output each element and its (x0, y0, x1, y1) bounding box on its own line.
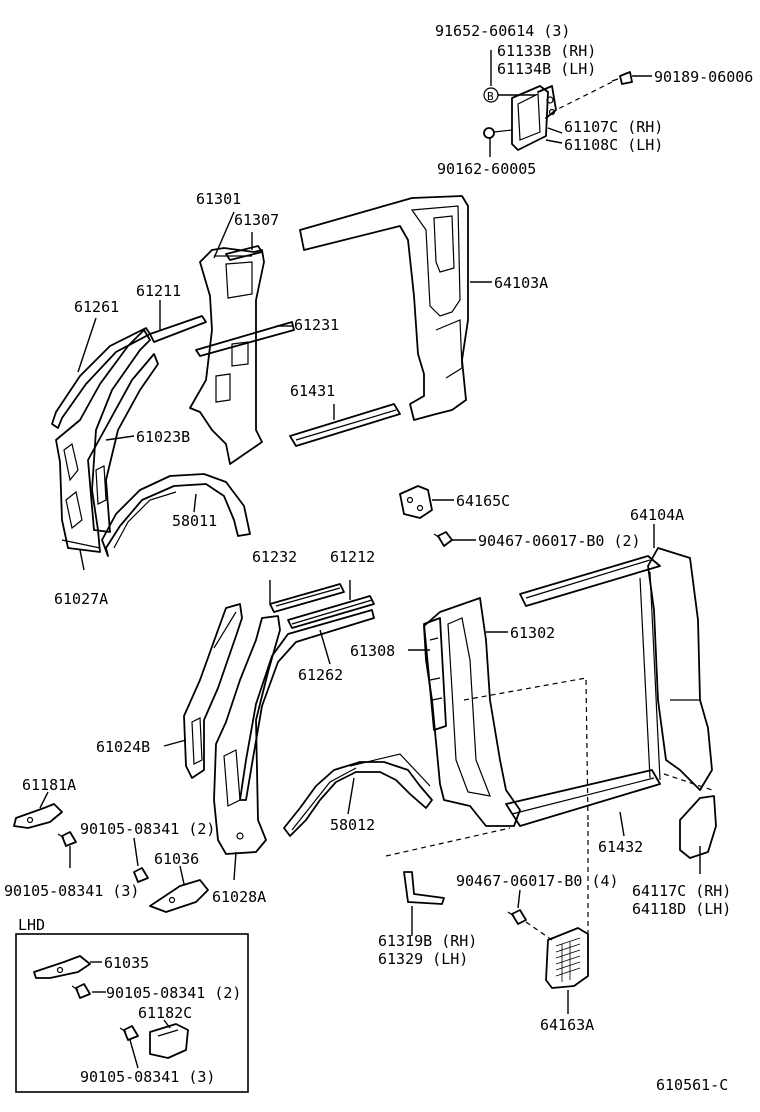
bolt-90105-3 (57, 831, 77, 847)
label-61212: 61212 (330, 548, 375, 566)
pillar-61024b (183, 603, 243, 779)
bolt-90105-lhd-2 (71, 983, 91, 999)
label-61028a: 61028A (212, 888, 266, 906)
label-64165c: 64165C (456, 492, 510, 510)
label-64104a: 64104A (630, 506, 684, 524)
label-61231: 61231 (294, 316, 339, 334)
label-61035: 61035 (104, 954, 149, 972)
label-90162-60005: 90162-60005 (437, 160, 536, 178)
label-90105-c: 90105-08341 (2) (106, 984, 241, 1002)
panel-64104a (519, 547, 713, 791)
label-90467-b: 90467-06017-B0 (4) (456, 872, 619, 890)
scuff-61231 (195, 321, 295, 357)
panel-64103a (299, 195, 469, 421)
label-61133b: 61133B (RH) (497, 42, 596, 60)
label-lhd: LHD (18, 916, 45, 934)
pillar-61023b (87, 353, 159, 533)
rod-61319b (403, 871, 445, 905)
label-91652-60614: 91652-60614 (3) (435, 22, 570, 40)
label-90189-06006: 90189-06006 (654, 68, 753, 86)
bracket-61036 (149, 879, 209, 913)
bolt-90105-2 (133, 867, 149, 883)
plate-64117c (679, 795, 717, 859)
screw-90467a (433, 531, 453, 547)
liner-58012 (283, 753, 433, 837)
scuff-61431 (289, 403, 401, 447)
label-61108c: 61108C (LH) (564, 136, 663, 154)
label-90105-a: 90105-08341 (2) (80, 820, 215, 838)
label-61024b: 61024B (96, 738, 150, 756)
panel-61027a (55, 329, 151, 553)
vent-64163a (545, 927, 589, 989)
trim-61232 (269, 583, 345, 613)
label-61329: 61329 (LH) (378, 950, 468, 968)
label-61232: 61232 (252, 548, 297, 566)
label-reference-code: 610561-C (656, 1076, 728, 1094)
garnish-61307 (225, 245, 263, 261)
label-61182c: 61182C (138, 1004, 192, 1022)
label-64118d: 64118D (LH) (632, 900, 731, 918)
pillar-61301 (189, 247, 265, 465)
label-61307: 61307 (234, 211, 279, 229)
label-61308: 61308 (350, 642, 395, 660)
clip-64165c (399, 485, 433, 519)
label-61262: 61262 (298, 666, 343, 684)
pillar-61028a (213, 615, 281, 855)
bracket-61035 (33, 955, 91, 979)
label-90105-b: 90105-08341 (3) (4, 882, 139, 900)
label-61431: 61431 (290, 382, 335, 400)
label-61134b: 61134B (LH) (497, 60, 596, 78)
garnish-61308 (423, 617, 447, 731)
lhd-box (15, 933, 249, 1093)
label-64103a: 64103A (494, 274, 548, 292)
bracket-61182c (149, 1023, 189, 1059)
label-90105-d: 90105-08341 (3) (80, 1068, 215, 1086)
trim-61211 (149, 315, 207, 343)
trim-61212 (287, 595, 375, 629)
label-61319b: 61319B (RH) (378, 932, 477, 950)
label-61301: 61301 (196, 190, 241, 208)
label-64117c: 64117C (RH) (632, 882, 731, 900)
label-b-marker: B (487, 90, 494, 103)
bolt-90105-lhd-3 (119, 1025, 139, 1041)
screw-90467b (507, 909, 527, 925)
label-61036: 61036 (154, 850, 199, 868)
label-61181a: 61181A (22, 776, 76, 794)
label-61027a: 61027A (54, 590, 108, 608)
bracket-61181a (13, 803, 63, 829)
label-61261: 61261 (74, 298, 119, 316)
bolt-90189 (611, 71, 633, 85)
weatherstrip-61261 (51, 327, 151, 429)
label-61023b: 61023B (136, 428, 190, 446)
pillar-61302 (423, 597, 521, 827)
bolt-90162 (483, 127, 513, 139)
weatherstrip-61262 (239, 609, 375, 801)
label-90467-a: 90467-06017-B0 (2) (478, 532, 641, 550)
label-61211: 61211 (136, 282, 181, 300)
label-61107c: 61107C (RH) (564, 118, 663, 136)
label-61432: 61432 (598, 838, 643, 856)
scuff-61432 (505, 769, 661, 827)
label-64163a: 64163A (540, 1016, 594, 1034)
liner-58011 (101, 473, 251, 557)
label-61302: 61302 (510, 624, 555, 642)
label-58012: 58012 (330, 816, 375, 834)
label-58011: 58011 (172, 512, 217, 530)
bracket-61133b-61107c (511, 85, 557, 151)
